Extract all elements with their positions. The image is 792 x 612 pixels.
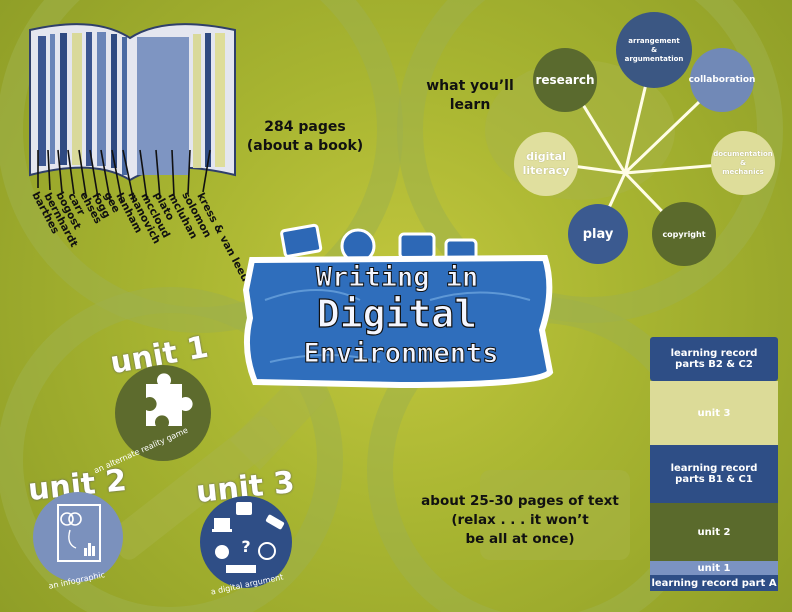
topic-label: arrangement & argumentation xyxy=(624,36,684,63)
stack-learning-record-b1-c1: learning record parts B1 & C1 xyxy=(650,445,778,503)
stack-label: unit 1 xyxy=(697,562,731,574)
topic-label: research xyxy=(535,73,595,87)
topic-documentation-mechanics: documentation & mechanics xyxy=(711,131,775,195)
stack-unit-3: unit 3 xyxy=(650,381,778,445)
topic-label: documentation & mechanics xyxy=(713,149,773,176)
topic-digital-literacy: digital literacy xyxy=(514,132,578,196)
stack-label: learning record parts B1 & C1 xyxy=(670,463,758,485)
stack-unit-1: unit 1 xyxy=(650,561,778,575)
topic-arrangement-argumentation: arrangement & argumentation xyxy=(616,12,692,88)
svg-text:?: ? xyxy=(241,537,250,556)
topic-copyright: copyright xyxy=(652,202,716,266)
stack-learning-record-b2-c2: learning record parts B2 & C2 xyxy=(650,337,778,381)
stack-unit-2: unit 2 xyxy=(650,503,778,561)
unit-2-circle xyxy=(33,492,123,582)
topic-research: research xyxy=(533,48,597,112)
page-count-label: 284 pages (about a book) xyxy=(246,119,364,154)
text-pages-note: about 25-30 pages of text (relax . . . i… xyxy=(421,493,619,547)
stack-label: learning record parts B2 & C2 xyxy=(670,348,758,370)
learn-heading: what you’ll learn xyxy=(426,78,514,113)
stack-label: unit 2 xyxy=(697,526,731,538)
topic-label: copyright xyxy=(662,229,706,239)
logo-line-1: Writing in xyxy=(315,262,479,294)
stack-label: learning record part A xyxy=(651,577,777,589)
stack-label: unit 3 xyxy=(697,407,731,419)
topic-play: play xyxy=(568,204,628,264)
topic-collaboration: collaboration xyxy=(688,48,756,112)
logo-line-3: Environments xyxy=(303,338,499,370)
logo-line-2: Digital xyxy=(316,291,478,336)
stack-learning-record-part-a: learning record part A xyxy=(650,575,778,591)
topic-label: collaboration xyxy=(688,75,756,85)
topic-label: digital literacy xyxy=(522,150,570,177)
topic-label: play xyxy=(582,226,614,242)
